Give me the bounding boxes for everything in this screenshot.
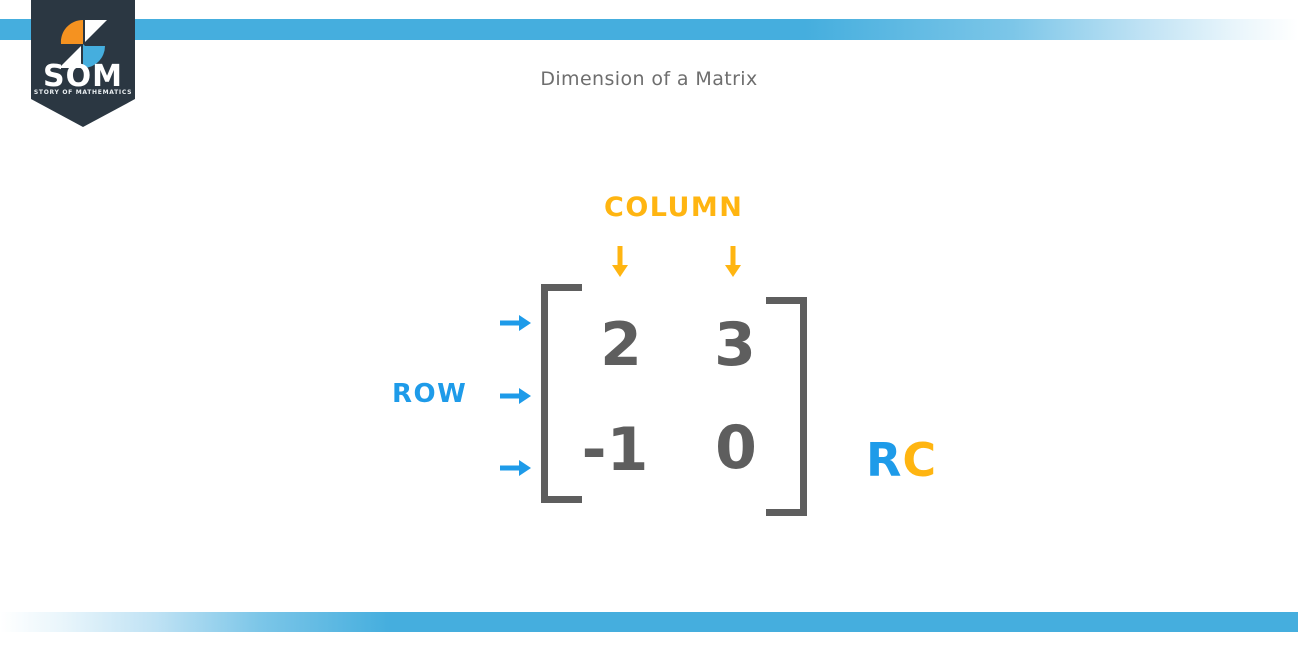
top-accent-bar [0, 19, 1298, 40]
brand-banner: SOM STORY OF MATHEMATICS [31, 0, 135, 127]
row-arrow-right-2 [500, 388, 531, 404]
matrix-cell-r1c2: 3 [714, 310, 756, 380]
matrix-bracket-left [541, 284, 582, 503]
brand-wordmark: SOM [43, 59, 123, 94]
column-arrow-down-1 [612, 246, 628, 277]
column-arrow-down-2 [725, 246, 741, 277]
matrix-cell-r2c2: 0 [715, 413, 757, 483]
bottom-accent-bar [0, 612, 1298, 632]
rc-legend-column-initial: C [902, 433, 938, 487]
row-arrow-right-1 [500, 315, 531, 331]
matrix-bracket-right [766, 297, 807, 516]
column-label: COLUMN [604, 192, 744, 223]
som-logo-icon [59, 19, 107, 68]
matrix-cell-r1c1: 2 [600, 310, 642, 380]
rc-legend-row-initial: R [866, 433, 903, 487]
brand-tagline: STORY OF MATHEMATICS [33, 89, 133, 96]
row-arrow-right-3 [500, 460, 531, 476]
matrix-cell-r2c1: -1 [581, 415, 649, 485]
page-title: Dimension of a Matrix [540, 68, 758, 90]
rc-legend: RC [866, 437, 937, 483]
row-label: ROW [392, 379, 468, 409]
